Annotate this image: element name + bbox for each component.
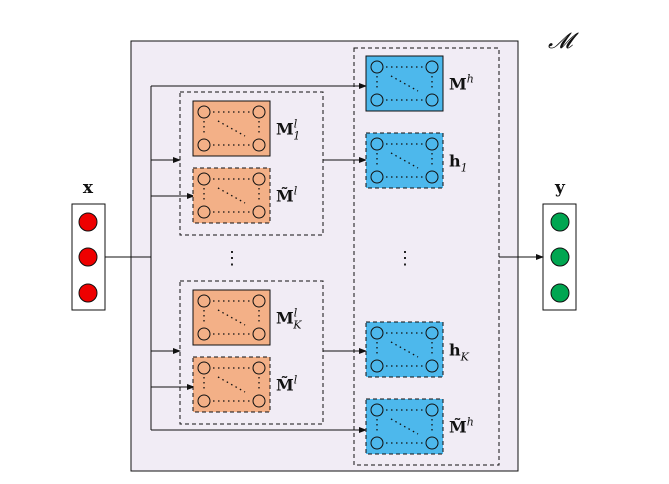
output-node <box>550 283 570 303</box>
output-node <box>550 212 570 232</box>
input-node <box>78 247 98 267</box>
model-label: 𝓜 <box>548 29 579 54</box>
matrix-node-icon <box>370 93 384 107</box>
matrix-node-icon <box>425 137 439 151</box>
matrix-node-icon <box>197 138 211 152</box>
high-block-2-label: h1 <box>449 152 468 175</box>
ellipsis-low: ⋮ <box>223 248 241 269</box>
matrix-node-icon <box>370 403 384 417</box>
high-block-3-label: hK <box>449 341 470 364</box>
matrix-node-icon <box>197 105 211 119</box>
matrix-node-icon <box>425 326 439 340</box>
matrix-node-icon <box>425 170 439 184</box>
low-mask-2: M̃l <box>192 356 298 413</box>
input-label: x <box>83 178 94 198</box>
matrix-node-icon <box>252 172 266 186</box>
matrix-node-icon <box>370 137 384 151</box>
high-block-3: hK <box>365 321 470 378</box>
model-box <box>130 40 519 472</box>
output-label: y <box>554 178 566 198</box>
matrix-node-icon <box>370 60 384 74</box>
matrix-node-icon <box>252 327 266 341</box>
high-block-4-label: M̃h <box>449 416 474 437</box>
matrix-node-icon <box>425 60 439 74</box>
matrix-node-icon <box>252 138 266 152</box>
matrix-node-icon <box>252 294 266 308</box>
matrix-node-icon <box>252 361 266 375</box>
matrix-node-icon <box>197 172 211 186</box>
matrix-node-icon <box>197 327 211 341</box>
matrix-node-icon <box>252 105 266 119</box>
low-mask-1: M̃l <box>192 167 298 224</box>
connections <box>105 83 544 433</box>
matrix-node-icon <box>197 205 211 219</box>
high-block-4: M̃h <box>365 398 474 455</box>
high-block-1: Mh <box>365 55 474 112</box>
high-block-1-label: Mh <box>449 73 474 94</box>
low-mask-2-label: M̃l <box>276 374 298 395</box>
matrix-node-icon <box>370 170 384 184</box>
matrix-node-icon <box>197 394 211 408</box>
matrix-node-icon <box>252 205 266 219</box>
matrix-node-icon <box>425 436 439 450</box>
low-mask-1-label: M̃l <box>276 185 298 206</box>
output-node <box>550 247 570 267</box>
matrix-node-icon <box>370 359 384 373</box>
ellipsis-high: ⋮ <box>396 248 414 269</box>
matrix-node-icon <box>197 294 211 308</box>
matrix-node-icon <box>252 394 266 408</box>
low-group-box-1 <box>179 91 324 236</box>
matrix-node-icon <box>425 359 439 373</box>
matrix-node-icon <box>370 326 384 340</box>
matrix-node-icon <box>425 93 439 107</box>
matrix-node-icon <box>425 403 439 417</box>
input-node <box>78 212 98 232</box>
matrix-node-icon <box>197 361 211 375</box>
input-nodes <box>78 212 98 303</box>
high-block-2: h1 <box>365 132 468 189</box>
input-node <box>78 283 98 303</box>
output-nodes <box>550 212 570 303</box>
matrix-node-icon <box>370 436 384 450</box>
